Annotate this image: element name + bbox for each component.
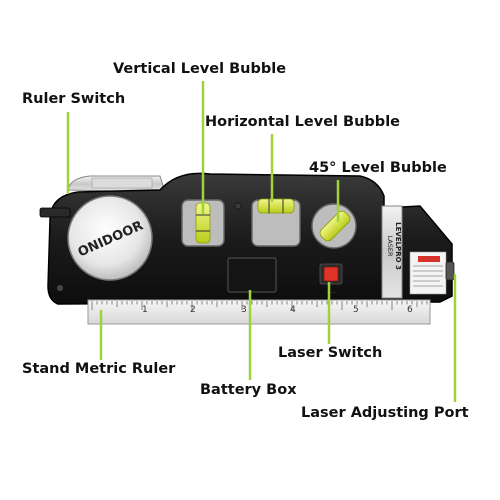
body-screw <box>234 202 242 210</box>
model-line2: LEVELPRO 3 <box>394 222 402 270</box>
laser-switch-button <box>323 266 339 282</box>
horizontal-bubble-vial <box>257 198 295 214</box>
svg-text:· · ·: · · · <box>327 290 335 296</box>
label-laser-switch: Laser Switch <box>278 345 383 361</box>
label-laser-adjusting-port: Laser Adjusting Port <box>301 405 469 421</box>
brand-disc <box>67 195 153 281</box>
label-horizontal-level-bubble: Horizontal Level Bubble <box>205 114 400 130</box>
ruler-number-5: 5 <box>353 305 359 315</box>
45-bubble-vial <box>319 210 351 242</box>
level-body <box>47 172 453 305</box>
metric-ruler <box>87 299 431 325</box>
laser-adjusting-port-knob <box>445 261 455 281</box>
label-stand-metric-ruler: Stand Metric Ruler <box>22 361 176 377</box>
laser-module-band <box>381 205 403 299</box>
ruler-number-1: 1 <box>142 305 148 315</box>
ruler-number-6: 6 <box>407 305 413 315</box>
model-line1: LASER <box>386 236 394 257</box>
indicator-hole <box>56 284 64 292</box>
label-45-level-bubble: 45° Level Bubble <box>309 160 447 176</box>
ruler-number-2: 2 <box>190 305 196 315</box>
ruler-number-4: 4 <box>290 305 296 315</box>
ruler-numbers: 1 2 3 4 5 6 <box>142 305 413 315</box>
label-ruler-switch: Ruler Switch <box>22 91 126 107</box>
tape-housing-tab <box>91 177 153 189</box>
label-vertical-level-bubble: Vertical Level Bubble <box>113 61 287 77</box>
ruler-ticks <box>91 301 428 310</box>
body-slot <box>39 207 71 218</box>
ruler-number-3: 3 <box>241 305 247 315</box>
battery-box-cover <box>227 257 277 293</box>
label-battery-box: Battery Box <box>200 382 297 398</box>
